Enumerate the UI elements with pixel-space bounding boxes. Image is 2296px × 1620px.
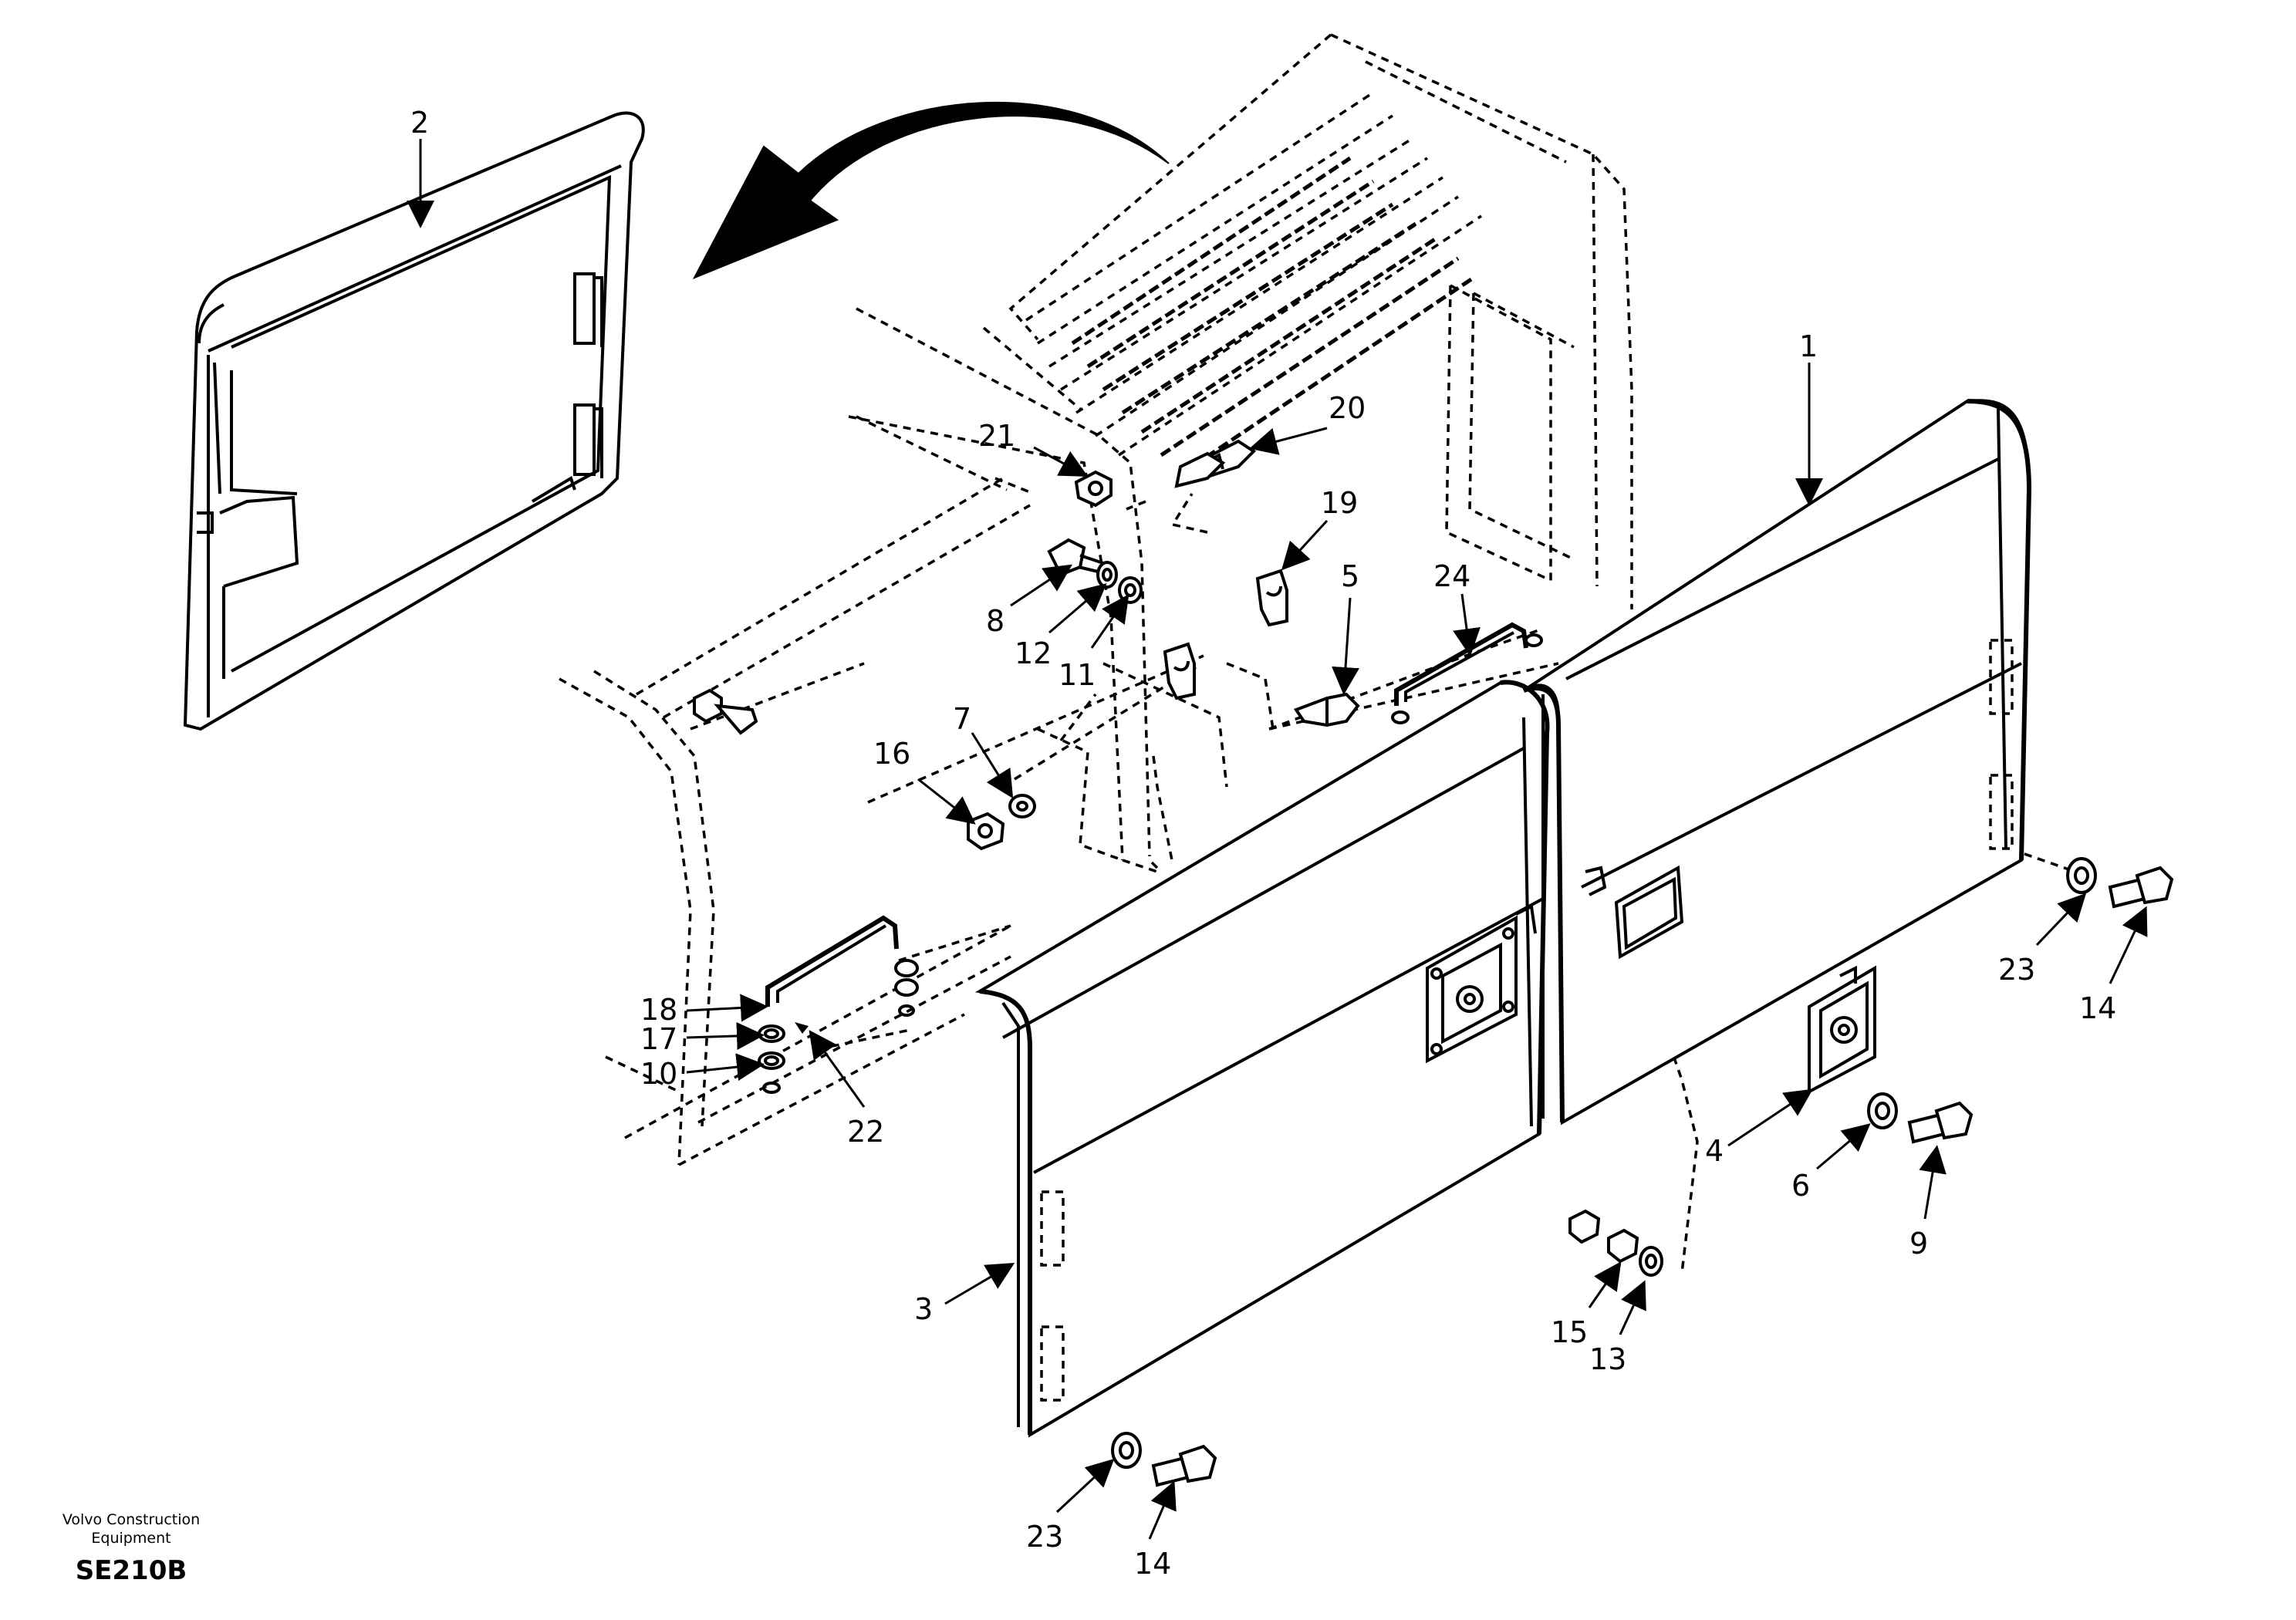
callout-19: 19 [1321, 486, 1358, 520]
callout-17: 17 [640, 1022, 677, 1056]
callout-14-right: 14 [2079, 991, 2116, 1025]
callout-22: 22 [847, 1115, 884, 1149]
callout-24: 24 [1433, 559, 1470, 593]
brand-caption: Volvo Construction Equipment [62, 1511, 201, 1547]
hardware [693, 439, 2174, 1487]
callout-labels: 2 1 20 21 19 5 24 8 12 11 7 16 18 17 10 … [410, 106, 2116, 1581]
callout-5: 5 [1341, 559, 1359, 593]
callout-2: 2 [410, 106, 429, 140]
callout-20: 20 [1329, 391, 1366, 425]
leader-lines [407, 139, 2148, 1540]
callout-1: 1 [1799, 329, 1818, 363]
callout-3: 3 [914, 1292, 933, 1326]
cab-frame [559, 33, 2076, 1274]
callout-16: 16 [873, 737, 910, 771]
callout-7: 7 [953, 702, 971, 736]
part-4-latch [1808, 965, 1876, 1095]
callout-13: 13 [1589, 1342, 1626, 1376]
swing-arrow [692, 101, 1170, 279]
callout-12: 12 [1015, 636, 1052, 670]
panel-1 [1522, 399, 2032, 1126]
callout-15: 15 [1551, 1315, 1588, 1349]
callout-4: 4 [1705, 1134, 1724, 1168]
callout-21: 21 [978, 419, 1015, 453]
callout-14-bottom: 14 [1134, 1547, 1171, 1581]
callout-9: 9 [1909, 1227, 1928, 1261]
callout-23-bottom: 23 [1026, 1520, 1063, 1554]
latch-panel-3 [1426, 915, 1518, 1064]
callout-10: 10 [640, 1057, 677, 1091]
callout-11: 11 [1059, 658, 1096, 692]
panel-2 [183, 111, 645, 731]
handle-18 [765, 915, 899, 1007]
callout-6: 6 [1791, 1169, 1810, 1203]
drawing-code: SE210B [75, 1555, 187, 1586]
callout-8: 8 [986, 604, 1004, 638]
callout-18: 18 [640, 993, 677, 1027]
panel-3 [974, 680, 1550, 1438]
callout-23-right: 23 [1998, 953, 2035, 987]
